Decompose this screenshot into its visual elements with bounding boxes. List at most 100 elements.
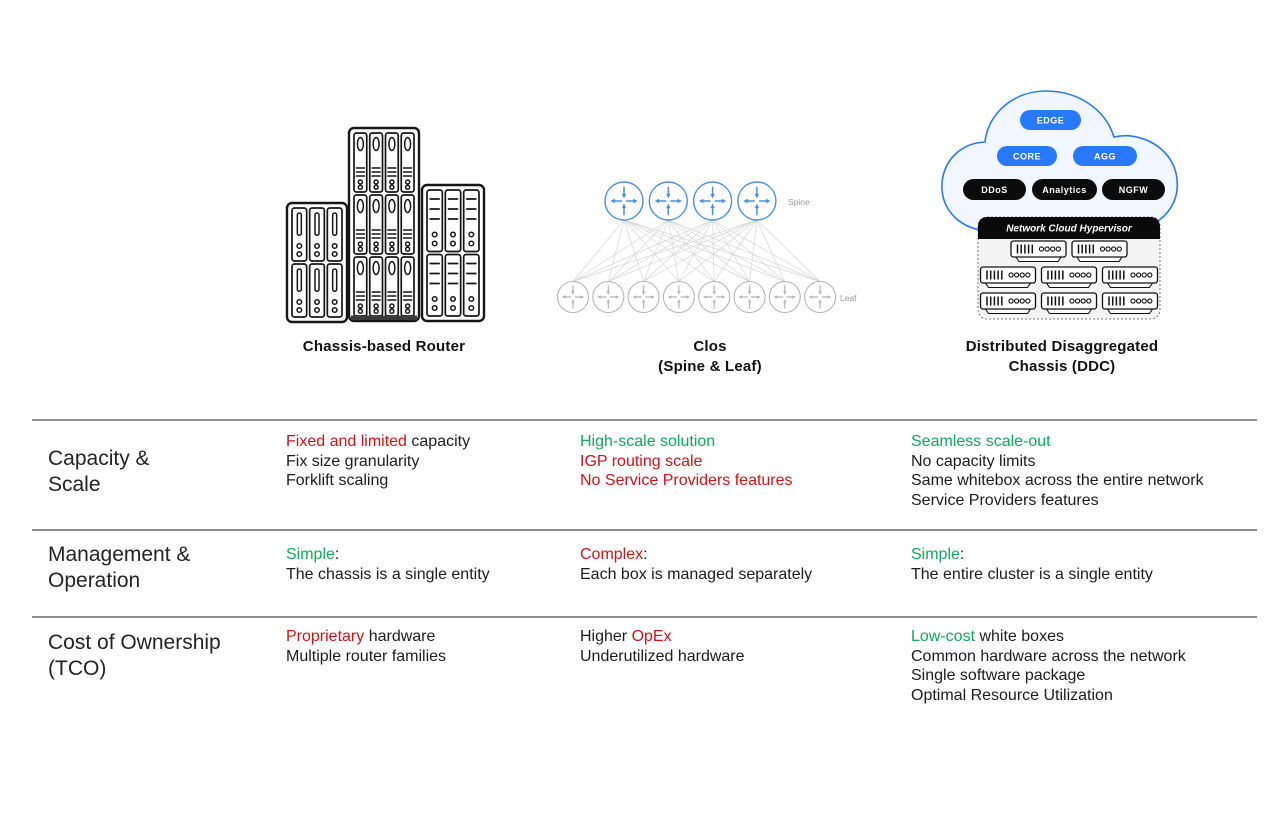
cell-line: No capacity limits — [911, 452, 1266, 472]
cell-line: Single software package — [911, 666, 1266, 686]
cell-text: Proprietary — [286, 628, 365, 645]
spine-node — [648, 181, 689, 221]
cell-text: Complex — [580, 546, 644, 563]
cell-text: Seamless scale-out — [911, 433, 1051, 450]
spine-node — [604, 181, 644, 221]
cell-line: Service Providers features — [911, 491, 1266, 511]
cell-management-clos: Complex:Each box is managed separately — [580, 545, 900, 584]
cell-text: Simple — [911, 546, 960, 563]
cell-text: : — [334, 546, 340, 563]
cell-line: Optimal Resource Utilization — [911, 686, 1266, 706]
row-label-capacity-scale: Capacity & Scale — [48, 447, 150, 496]
svg-text:DDoS: DDoS — [981, 185, 1008, 195]
cell-line: Proprietary hardware — [286, 627, 566, 647]
whitebox-server — [979, 292, 1037, 315]
cell-text: Single software package — [911, 667, 1086, 684]
cell-text: Common hardware across the network — [911, 647, 1186, 665]
cell-text: Underutilized hardware — [580, 647, 745, 665]
cell-text: Each box is managed separately — [580, 565, 813, 583]
cell-line: Forklift scaling — [286, 471, 566, 491]
cell-text: Fixed and limited — [286, 433, 407, 450]
cell-line: High-scale solution — [580, 432, 900, 452]
cell-line: Underutilized hardware — [580, 647, 900, 667]
cell-text: white boxes — [975, 628, 1064, 645]
ddc-cloud-diagram: EDGE CORE AGG DDoS Analytics NGFW Networ… — [941, 90, 1178, 320]
cell-text: No capacity limits — [911, 452, 1036, 470]
cell-management-chassis: Simple: The chassis is a single entity — [286, 545, 566, 584]
hypervisor-label: Network Cloud Hypervisor — [1006, 224, 1133, 235]
cell-line: Simple: — [911, 545, 1266, 565]
cell-text: OpEx — [631, 628, 672, 645]
cell-text: Service Providers features — [911, 491, 1099, 509]
whitebox-server — [979, 266, 1037, 289]
mesh-links — [572, 219, 821, 282]
spine-node — [692, 181, 733, 221]
cell-line: Seamless scale-out — [911, 432, 1266, 452]
cell-line: Common hardware across the network — [911, 647, 1266, 667]
cell-text: : — [643, 546, 648, 563]
cell-text: Simple — [286, 546, 335, 563]
cell-line: Fix size granularity — [286, 452, 566, 472]
ddc-pill-ngfw: NGFW — [1102, 179, 1165, 200]
whitebox-server — [1040, 266, 1098, 289]
ddc-pill-edge: EDGE — [1020, 110, 1081, 130]
cell-line: No Service Providers features — [580, 471, 900, 491]
spine-node — [737, 181, 777, 221]
whitebox-server — [1101, 266, 1159, 289]
caption-chassis: Chassis-based Router — [302, 338, 466, 355]
cell-line: Multiple router families — [286, 647, 566, 667]
whitebox-server — [1101, 292, 1159, 315]
caption-clos: Clos (Spine & Leaf) — [658, 338, 762, 375]
svg-text:AGG: AGG — [1094, 152, 1116, 162]
cell-text: The entire cluster is a single entity — [911, 565, 1153, 583]
cell-text: Higher — [580, 628, 632, 645]
ddc-pill-analytics: Analytics — [1032, 179, 1097, 200]
cell-management-ddc: Simple:The entire cluster is a single en… — [911, 545, 1266, 584]
cell-text: : — [959, 546, 965, 563]
leaf-node — [592, 280, 625, 314]
cell-line: The chassis is a single entity — [286, 565, 566, 585]
cell-line: Complex: — [580, 545, 900, 565]
cell-text: Fix size granularity — [286, 452, 420, 470]
svg-text:EDGE: EDGE — [1037, 116, 1065, 126]
cell-line: Low-cost white boxes — [911, 627, 1266, 647]
cell-text: Multiple router families — [286, 647, 447, 665]
cell-text: hardware — [364, 628, 436, 645]
clos-spine-leaf-diagram: Spine Leaf — [556, 181, 857, 314]
chassis-cabinet — [285, 201, 349, 324]
cell-line: Higher OpEx — [580, 627, 900, 647]
cell-text: Forklift scaling — [286, 472, 389, 489]
cell-text: IGP routing scale — [580, 452, 703, 470]
cell-text: No Service Providers features — [580, 472, 793, 489]
cell-line: Each box is managed separately — [580, 565, 900, 585]
ddc-pill-ddos: DDoS — [963, 179, 1026, 200]
whitebox-server — [1071, 240, 1128, 263]
leaf-node — [698, 280, 731, 314]
cell-text: capacity — [406, 433, 471, 450]
cell-line: IGP routing scale — [580, 452, 900, 472]
cell-text: Low-cost — [911, 628, 976, 645]
cell-line: Fixed and limited capacity — [286, 432, 566, 452]
hypervisor-box: Network Cloud Hypervisor — [977, 216, 1161, 320]
svg-text:Analytics: Analytics — [1042, 185, 1087, 195]
divider-2 — [32, 529, 1257, 531]
ddc-pill-agg: AGG — [1073, 146, 1137, 166]
leaf-node — [662, 280, 695, 314]
cell-line: The entire cluster is a single entity — [911, 565, 1266, 585]
cell-line: Same whitebox across the entire network — [911, 471, 1266, 491]
divider-3 — [32, 616, 1257, 618]
chassis-cabinet — [420, 183, 486, 323]
leaf-node — [733, 280, 766, 314]
whitebox-server — [1010, 240, 1067, 263]
svg-text:NGFW: NGFW — [1119, 185, 1149, 195]
cell-text: Same whitebox across the entire network — [911, 472, 1204, 489]
svg-text:CORE: CORE — [1013, 152, 1041, 162]
chassis-cabinet — [347, 126, 421, 323]
